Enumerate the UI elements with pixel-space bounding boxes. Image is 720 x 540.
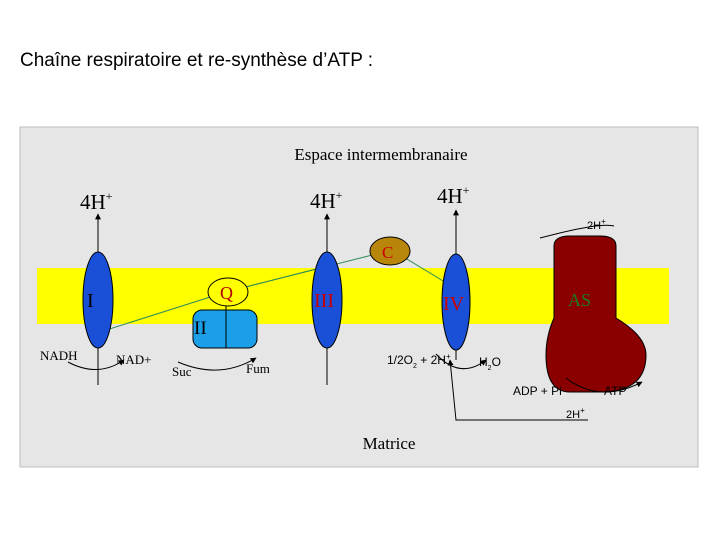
complex-iv bbox=[441, 253, 471, 351]
ubiquinone-q bbox=[207, 277, 249, 307]
page-title: Chaîne respiratoire et re-synthèse d’ATP… bbox=[20, 50, 374, 71]
proton-curve-top bbox=[539, 224, 615, 239]
atp-label: ATP bbox=[604, 384, 626, 398]
proton-label-2h-top: 2H+ bbox=[587, 217, 606, 232]
water-label: H2O bbox=[479, 355, 501, 372]
proton-label-iv: 4H+ bbox=[437, 183, 470, 208]
proton-return-arrow bbox=[447, 359, 588, 421]
complex-i bbox=[82, 251, 114, 349]
suc-label: Suc bbox=[172, 364, 192, 379]
proton-label-2h-bottom: 2H+ bbox=[566, 406, 585, 421]
cytochrome-c bbox=[369, 236, 411, 266]
nadh-label: NADH bbox=[40, 348, 78, 363]
complex-ii-label: II bbox=[194, 318, 207, 339]
oxygen-reduction-curve bbox=[435, 353, 487, 370]
complex-i-label: I bbox=[87, 290, 94, 312]
succinate-oxidation-curve bbox=[177, 357, 257, 371]
atp-synthase-label: AS bbox=[568, 290, 591, 310]
oxygen-label: 1/2O2 + 2H+ bbox=[387, 352, 451, 370]
atp-synthase bbox=[545, 235, 647, 393]
fum-label: Fum bbox=[246, 361, 270, 376]
cytochrome-c-label: C bbox=[382, 243, 393, 262]
complex-iii bbox=[311, 251, 343, 349]
proton-label-iii: 4H+ bbox=[310, 188, 343, 213]
matrix-label: Matrice bbox=[363, 434, 416, 453]
complex-iii-label: III bbox=[314, 290, 334, 312]
q-label: Q bbox=[220, 283, 233, 303]
adp-label: ADP + Pi bbox=[513, 384, 562, 398]
intermembrane-space-label: Espace intermembranaire bbox=[294, 145, 467, 164]
nad-label: NAD+ bbox=[116, 352, 152, 367]
complex-iv-label: IV bbox=[443, 293, 465, 315]
proton-label-i: 4H+ bbox=[80, 189, 113, 214]
complex-ii bbox=[192, 309, 258, 349]
nadh-oxidation-curve bbox=[67, 359, 125, 370]
atp-synthesis-curve bbox=[565, 377, 643, 393]
